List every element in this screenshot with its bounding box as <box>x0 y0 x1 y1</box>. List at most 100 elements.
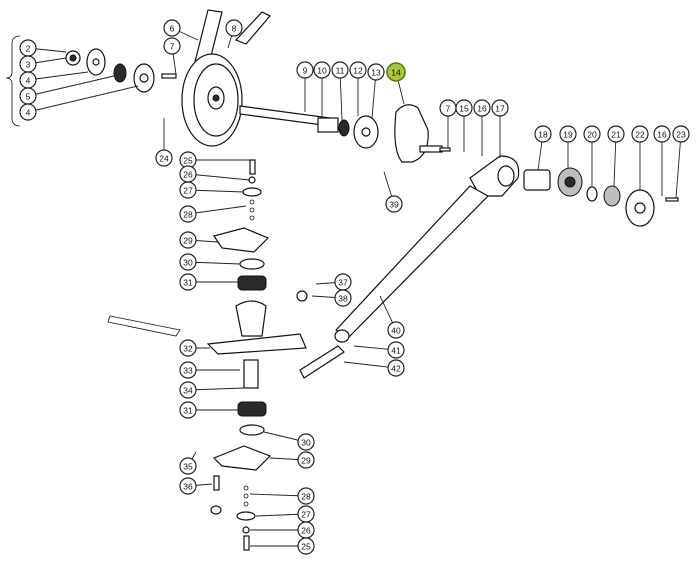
callout-c29b: 29 <box>297 451 315 469</box>
callout-circle <box>296 61 314 79</box>
callout-circle <box>349 61 367 79</box>
callout-c3: 3 <box>19 55 37 73</box>
callout-number: 4 <box>26 108 31 118</box>
callout-number: 32 <box>183 344 193 354</box>
callout-circle <box>155 149 173 167</box>
callout-c28b: 28 <box>297 487 315 505</box>
callout-number: 14 <box>391 68 401 78</box>
callout-number: 34 <box>183 386 193 396</box>
callout-circle <box>334 289 352 307</box>
callout-number: 26 <box>301 526 311 536</box>
callout-number: 29 <box>183 236 193 246</box>
callout-number: 28 <box>183 210 193 220</box>
callout-circle <box>179 361 197 379</box>
callout-c35: 35 <box>179 457 197 475</box>
callout-c6: 6 <box>163 19 181 37</box>
callout-circle <box>179 181 197 199</box>
callout-circle <box>225 19 243 37</box>
callout-circle <box>583 125 601 143</box>
callout-c30a: 30 <box>179 253 197 271</box>
callout-c19: 19 <box>559 125 577 143</box>
callout-circle <box>455 99 473 117</box>
callout-circle <box>297 487 315 505</box>
callout-number: 5 <box>26 92 31 102</box>
callout-c13: 13 <box>367 63 385 81</box>
callout-number: 26 <box>183 170 193 180</box>
callout-number: 39 <box>389 200 399 210</box>
callout-number: 3 <box>26 60 31 70</box>
callout-circle <box>179 273 197 291</box>
callout-circle <box>331 61 349 79</box>
callout-circle <box>297 537 315 555</box>
callout-c4b: 4 <box>19 103 37 121</box>
callout-number: 9 <box>303 66 308 76</box>
callout-c5: 5 <box>19 87 37 105</box>
callout-circle <box>163 19 181 37</box>
swivel-assembly <box>107 159 345 551</box>
v-belt-pulley <box>181 9 271 147</box>
drive-shaft <box>239 105 379 149</box>
callout-number: 10 <box>317 66 327 76</box>
callout-c7a: 7 <box>163 37 181 55</box>
callout-circle <box>387 359 405 377</box>
callout-number: 41 <box>391 346 401 356</box>
callout-c31b: 31 <box>179 401 197 419</box>
callout-circle <box>313 61 331 79</box>
callout-number: 31 <box>183 406 193 416</box>
callout-c32: 32 <box>179 339 197 357</box>
callout-number: 28 <box>301 492 311 502</box>
pitman-rod <box>334 185 489 343</box>
callout-c4a: 4 <box>19 71 37 89</box>
callout-circle <box>367 63 385 81</box>
callout-circle <box>607 125 625 143</box>
leader-line-c30a <box>187 261 241 265</box>
callout-number: 17 <box>495 104 505 114</box>
callout-c30b: 30 <box>297 433 315 451</box>
callout-c39: 39 <box>385 195 403 213</box>
callout-number: 33 <box>183 366 193 376</box>
callout-circle <box>297 451 315 469</box>
callout-circle <box>19 103 37 121</box>
callout-c2: 2 <box>19 39 37 57</box>
callout-number: 42 <box>391 364 401 374</box>
leader-line-c21 <box>613 133 617 187</box>
callout-circle <box>387 341 405 359</box>
callout-c26b: 26 <box>297 521 315 539</box>
callout-c17: 17 <box>491 99 509 117</box>
callout-c8: 8 <box>225 19 243 37</box>
callout-c37: 37 <box>334 273 352 291</box>
callout-circle <box>179 339 197 357</box>
leader-line-c4b <box>27 85 139 113</box>
callout-c18: 18 <box>534 125 552 143</box>
callout-circle <box>179 477 197 495</box>
callout-number: 30 <box>301 438 311 448</box>
callout-number: 37 <box>338 278 348 288</box>
callout-number: 27 <box>183 186 193 196</box>
callout-c24: 24 <box>155 149 173 167</box>
callout-c36: 36 <box>179 477 197 495</box>
callout-c21: 21 <box>607 125 625 143</box>
leader-line-c28b <box>249 493 307 497</box>
callout-circle <box>179 457 197 475</box>
callout-number: 29 <box>301 456 311 466</box>
callout-number: 24 <box>159 154 169 164</box>
callout-c15: 15 <box>455 99 473 117</box>
leader-line-c23 <box>675 133 682 199</box>
callout-number: 35 <box>183 462 193 472</box>
callout-c23: 23 <box>672 125 690 143</box>
callout-c28a: 28 <box>179 205 197 223</box>
callout-circle <box>386 62 406 82</box>
callout-circle <box>179 253 197 271</box>
callout-circle <box>163 37 181 55</box>
callout-circle <box>297 433 315 451</box>
callout-number: 18 <box>538 130 548 140</box>
leader-lines <box>27 27 682 547</box>
callout-c26a: 26 <box>179 165 197 183</box>
callout-number: 22 <box>635 130 645 140</box>
callout-c40: 40 <box>387 321 405 339</box>
hub-flange-parts <box>65 48 177 93</box>
callout-circle <box>179 401 197 419</box>
callout-number: 16 <box>657 130 667 140</box>
